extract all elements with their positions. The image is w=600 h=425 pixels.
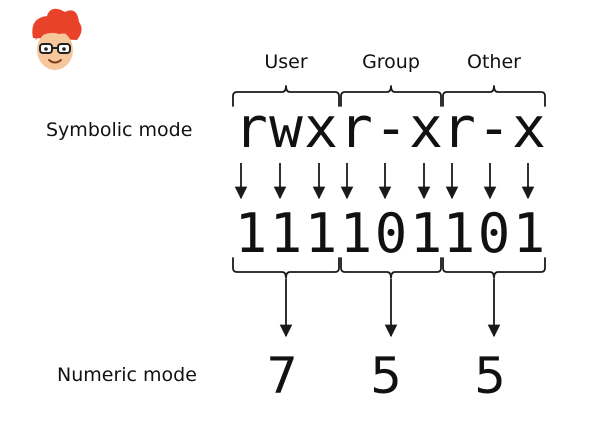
top-brace [442,85,546,107]
bottom-brace [340,257,442,279]
perm-char: - [374,96,408,161]
cartoon-avatar-icon [32,8,82,70]
perm-char: x [512,96,546,161]
perm-char: x [304,96,338,161]
group-user: User r w x 1 1 1 7 [232,51,340,405]
bit-digit: 1 [305,202,338,265]
group-title: Other [467,51,521,73]
numeric-digit: 5 [474,347,506,405]
group-other: Other r - x 1 0 1 5 [442,51,546,405]
perm-char: w [269,96,303,161]
perm-char: - [477,96,511,161]
group-group: Group r - x 1 0 1 5 [339,51,443,405]
numeric-digit: 5 [370,347,402,405]
bit-digit: 1 [270,202,303,265]
bit-digit: 1 [513,202,546,265]
group-title: User [264,51,307,73]
bottom-brace [232,257,340,279]
perm-char: r [234,96,268,161]
symbolic-mode-label: Symbolic mode [46,119,192,141]
perm-char: r [339,96,373,161]
top-brace [340,85,442,107]
perm-char: x [409,96,443,161]
bit-digit: 0 [375,202,408,265]
numeric-mode-label: Numeric mode [57,364,197,386]
bit-digit: 1 [340,202,373,265]
numeric-digit: 7 [266,347,298,405]
bit-digit: 1 [410,202,443,265]
bottom-brace [442,257,546,279]
group-title: Group [362,51,420,73]
bit-digit: 0 [478,202,511,265]
top-brace [232,85,340,107]
perm-char: r [442,96,476,161]
bit-digit: 1 [235,202,268,265]
bit-digit: 1 [443,202,476,265]
